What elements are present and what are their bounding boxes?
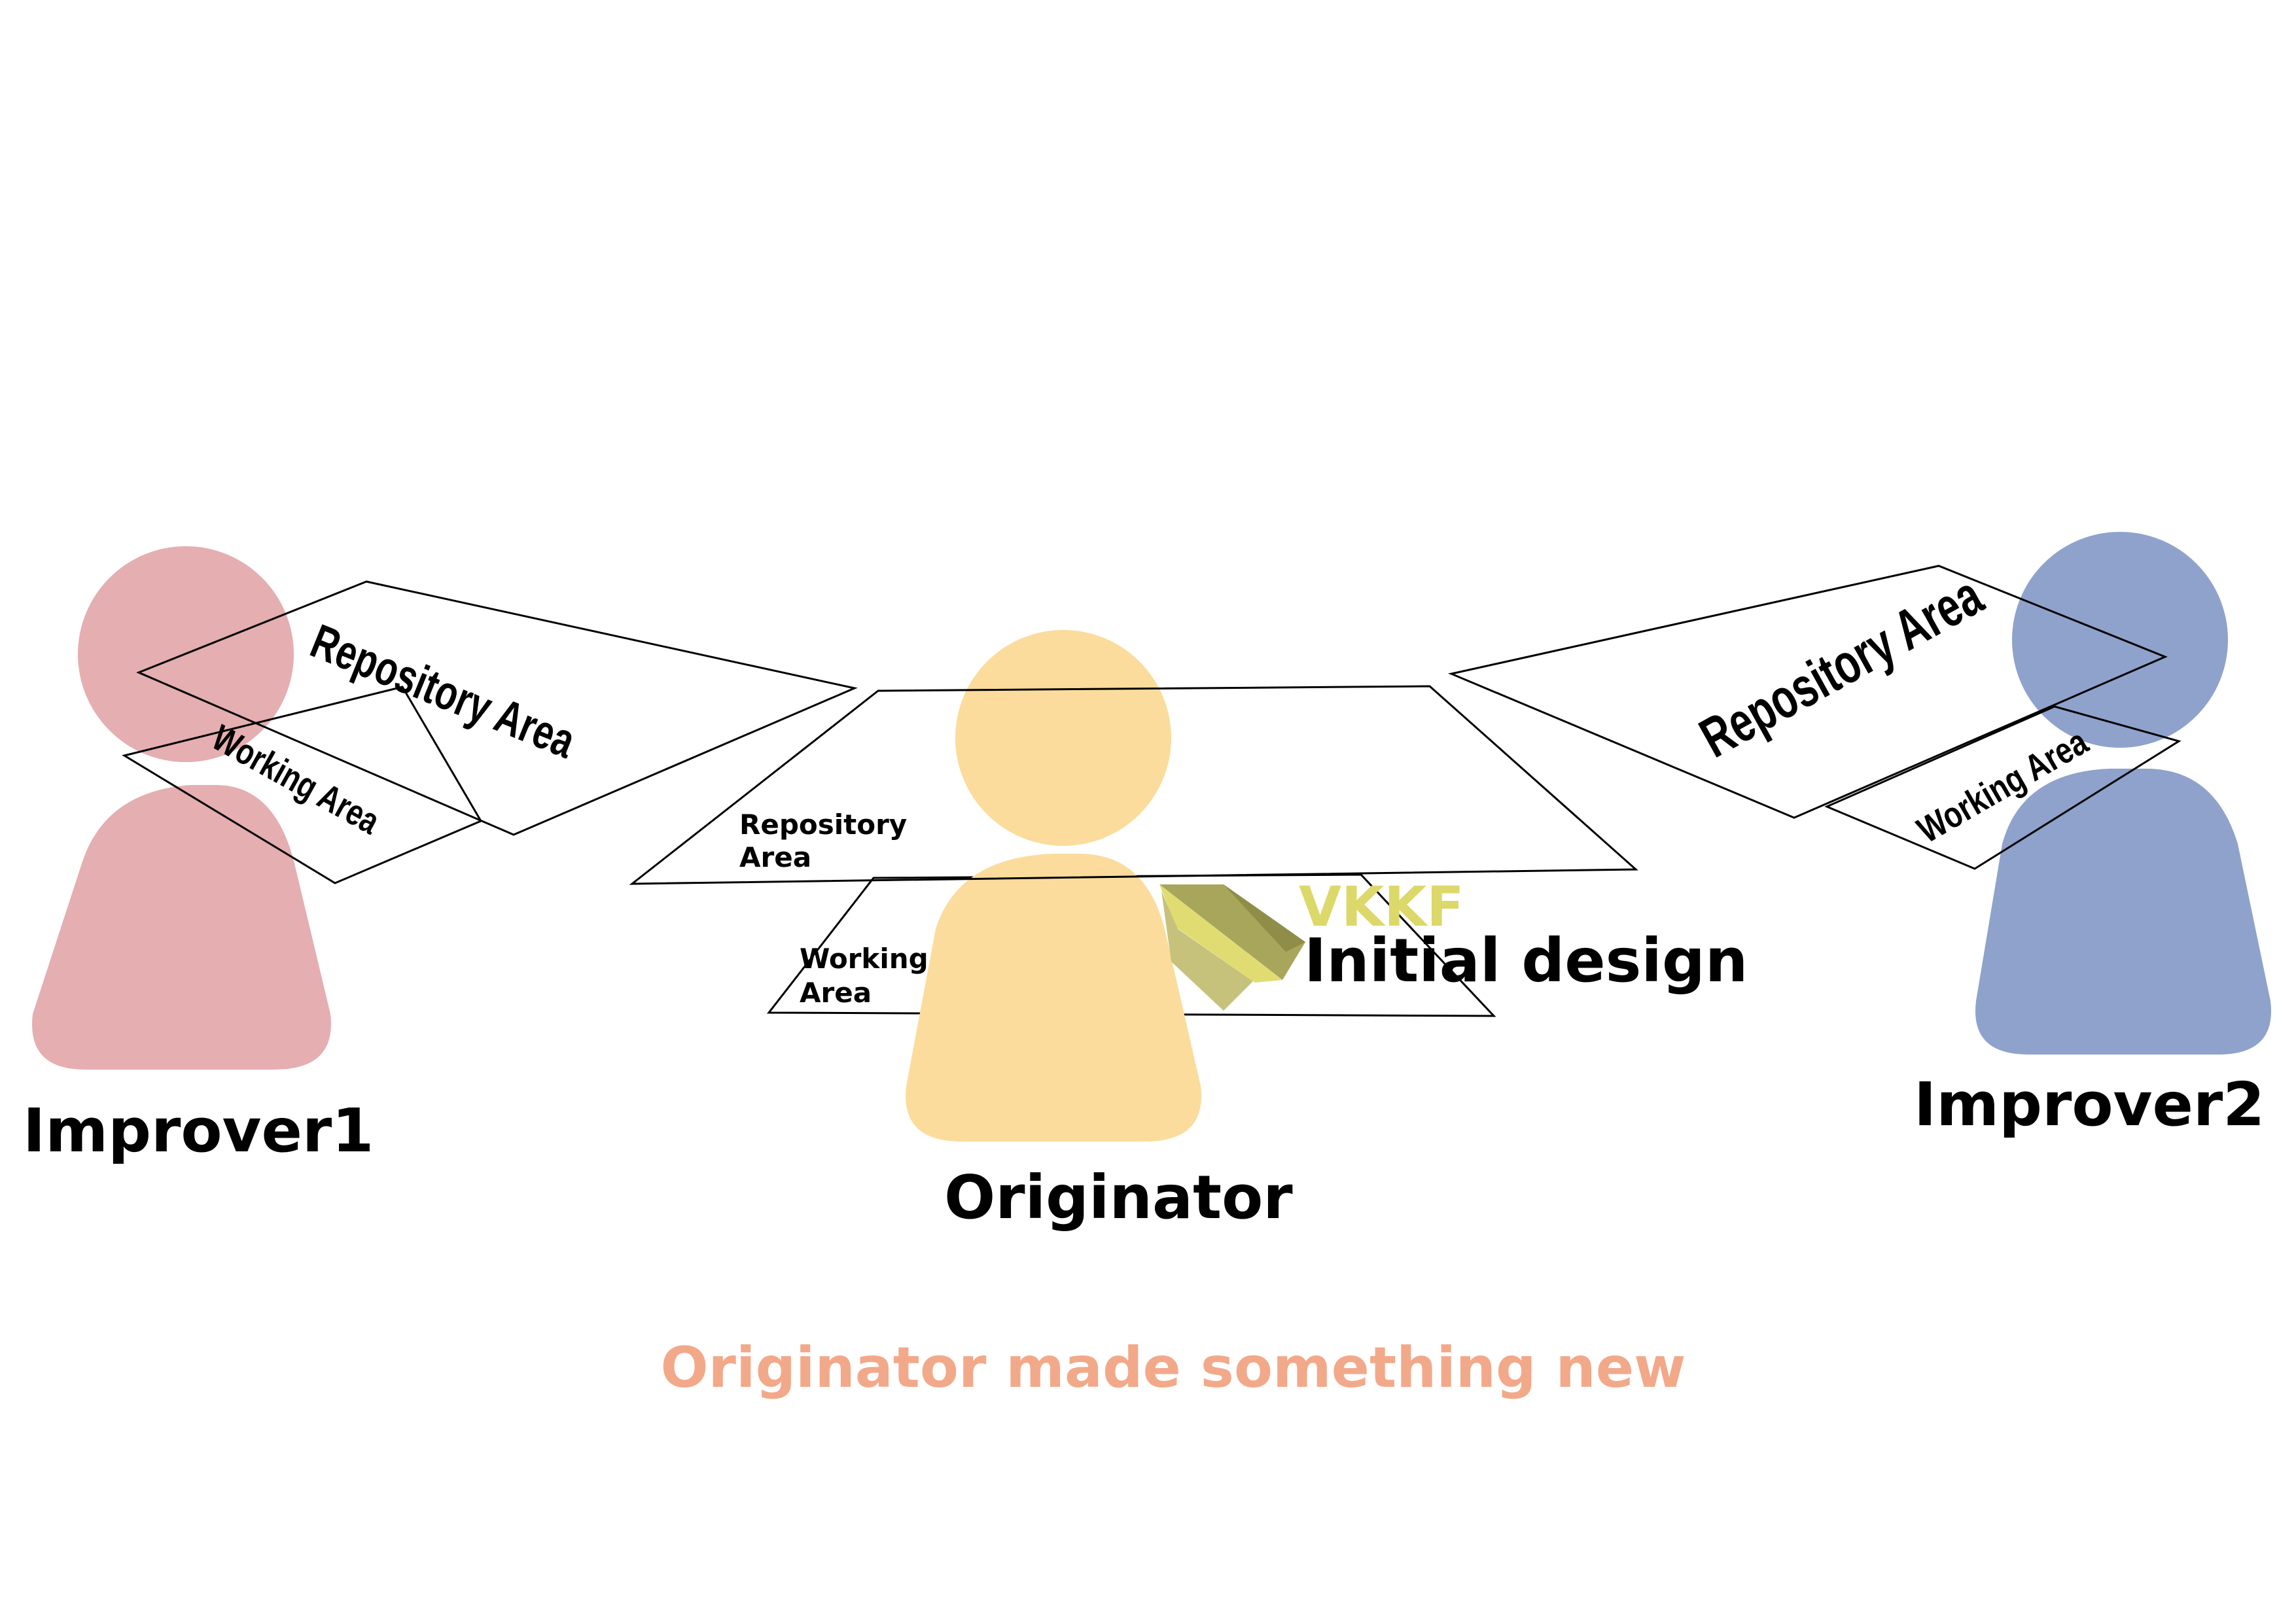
caption: Originator made something new — [660, 1335, 1686, 1401]
originator-head — [955, 630, 1171, 846]
improver2-head — [2012, 532, 2228, 748]
originator-working-label-line2: Area — [800, 977, 872, 1009]
originator-working-area: Working Area — [766, 873, 1496, 1017]
improver1-repository-area: Repository Area — [136, 580, 858, 836]
improver2-name: Improver2 — [1914, 1070, 2265, 1140]
improver2-repository-label: Repository Area — [1689, 563, 1993, 769]
originator-repository-area: Repository Area — [629, 685, 1638, 885]
originator-working-label-line1: Working — [800, 943, 928, 975]
vkkf-logo: VKKF — [1299, 875, 1464, 939]
originator-name: Originator — [944, 1162, 1293, 1232]
originator-body — [906, 854, 1201, 1142]
originator-repository-label-line1: Repository — [739, 809, 907, 841]
improver1-name: Improver1 — [23, 1096, 374, 1166]
originator-repository-label-line2: Area — [739, 841, 811, 873]
initial-design-label: Initial design — [1304, 926, 1748, 996]
improver2-figure — [1975, 532, 2271, 1055]
improver1-body — [32, 785, 331, 1070]
paper-plane-icon — [1159, 884, 1305, 1011]
originator-figure — [906, 630, 1201, 1142]
improver2-body — [1975, 769, 2271, 1055]
